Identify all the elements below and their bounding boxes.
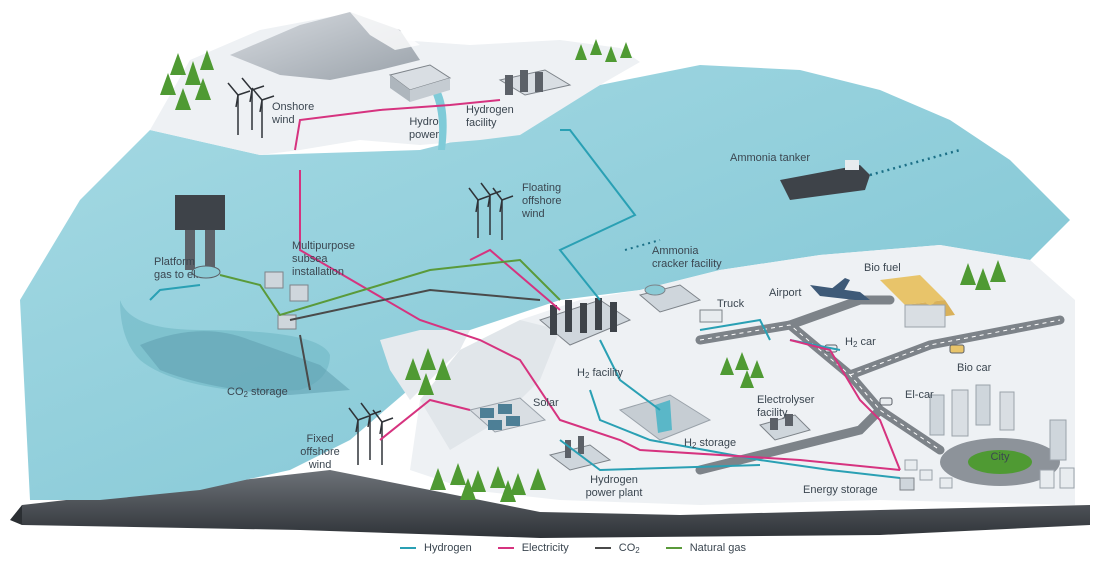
label-ammonia-tanker: Ammonia tanker bbox=[730, 152, 811, 164]
legend-swatch-hydrogen bbox=[400, 547, 416, 549]
electricity-lines bbox=[294, 99, 901, 471]
legend-label-electricity: Electricity bbox=[521, 542, 569, 554]
label-electrolyser-facility: Electrolyser facility bbox=[757, 394, 815, 419]
hydrogen-lines bbox=[149, 129, 961, 479]
label-hydro-power: Hydro power bbox=[409, 116, 439, 141]
label-bio-fuel: Bio fuel bbox=[864, 262, 901, 274]
legend-label-natural-gas: Natural gas bbox=[689, 542, 746, 554]
legend-item-hydrogen: Hydrogen bbox=[400, 542, 472, 554]
forests bbox=[160, 39, 1006, 502]
terrain-base bbox=[10, 470, 1090, 538]
natural-gas-lines bbox=[219, 258, 561, 317]
label-energy-storage: Energy storage bbox=[803, 484, 878, 496]
label-platform-gas: Platform gas to el. bbox=[154, 256, 199, 281]
label-onshore-wind: Onshore wind bbox=[272, 101, 315, 126]
legend-item-electricity: Electricity bbox=[497, 542, 569, 554]
facilities bbox=[140, 64, 965, 491]
co2-lines bbox=[289, 288, 541, 391]
legend-label-hydrogen: Hydrogen bbox=[424, 542, 472, 554]
label-hydrogen-power-plant: Hydrogen power plant bbox=[585, 474, 643, 499]
label-bio-car: Bio car bbox=[957, 362, 992, 374]
bio-fuel-farm bbox=[880, 275, 955, 328]
label-ammonia-cracker: Ammonia cracker facility bbox=[652, 245, 722, 270]
label-h2-storage: H2 storage bbox=[684, 437, 737, 450]
label-h2-facility: H2 facility bbox=[577, 367, 624, 380]
label-hydrogen-facility: Hydrogen facility bbox=[466, 104, 514, 129]
label-airport: Airport bbox=[769, 287, 802, 299]
label-multipurpose-subsea: Multipurpose subsea installation bbox=[292, 240, 355, 278]
label-floating-offshore-wind: Floating offshore wind bbox=[522, 182, 562, 220]
label-truck: Truck bbox=[717, 298, 745, 310]
legend-item-co2: CO2 bbox=[594, 542, 640, 555]
legend-swatch-electricity bbox=[497, 547, 514, 549]
legend-swatch-co2 bbox=[594, 547, 611, 549]
legend-label-co2: CO2 bbox=[618, 542, 640, 555]
label-h2-car: H2 car bbox=[845, 336, 876, 349]
label-city: City bbox=[990, 451, 1010, 463]
wind-turbines bbox=[227, 77, 514, 465]
city bbox=[904, 384, 1075, 489]
legend-swatch-natural-gas bbox=[665, 547, 682, 549]
label-el-car: El-car bbox=[905, 389, 934, 401]
label-co2-storage: CO2 storage bbox=[227, 386, 288, 399]
label-fixed-offshore-wind: Fixed offshore wind bbox=[300, 433, 340, 471]
label-solar: Solar bbox=[533, 397, 559, 409]
legend: Hydrogen Electricity CO2 Natural gas bbox=[400, 541, 746, 555]
legend-item-natural-gas: Natural gas bbox=[665, 542, 746, 554]
